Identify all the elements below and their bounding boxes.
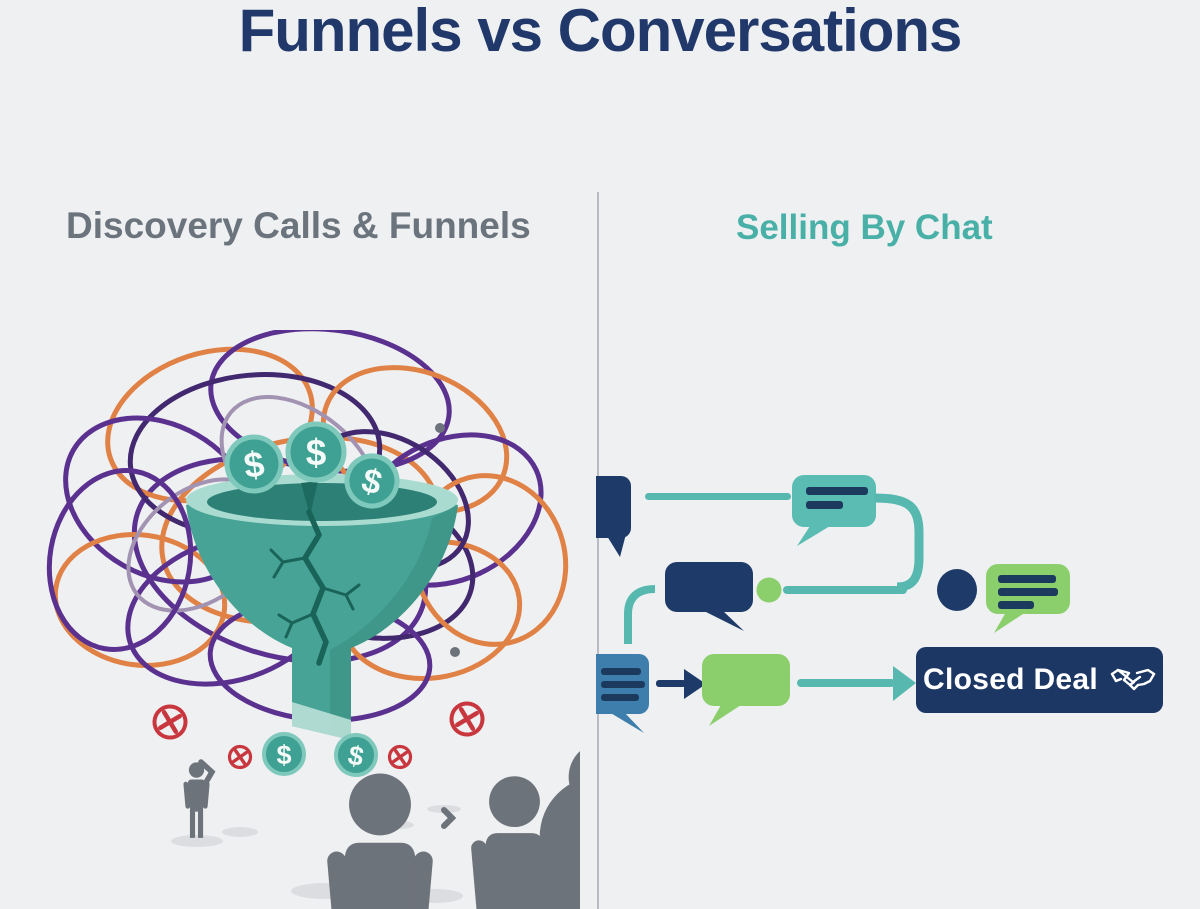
dollar-coin-icon: $ [334, 733, 378, 777]
chat-text-lines [998, 575, 1058, 609]
chat-text-lines [601, 668, 645, 701]
chat-bubble-navy [665, 562, 753, 612]
chat-bubble-green [702, 654, 790, 706]
handshake-icon [1110, 668, 1156, 691]
left-panel-heading: Discovery Calls & Funnels [66, 205, 531, 246]
chat-step-3 [596, 654, 916, 733]
flow-line [645, 493, 791, 500]
page-title: Funnels vs Conversations [238, 0, 963, 64]
flow-dot-navy [937, 569, 977, 611]
rejection-x-marks [152, 701, 485, 770]
raised-arm [198, 759, 216, 787]
arrow-teal [797, 666, 916, 701]
flow-dot-green [756, 577, 782, 603]
svg-text:$: $ [276, 740, 291, 770]
chat-bubble-tail [994, 612, 1026, 633]
flow-curve [873, 493, 924, 592]
chat-bubble-tail [797, 526, 830, 546]
panel-divider [597, 192, 599, 909]
rejection-x-icon [152, 704, 188, 740]
funnel-illustration: $ $ $ $ $ [46, 330, 580, 909]
chat-bubble-navy [596, 476, 631, 538]
rejection-x-icon [387, 744, 413, 770]
right-panel-heading: Selling By Chat [736, 208, 993, 247]
dollar-coins: $ $ $ $ $ [224, 421, 400, 777]
svg-text:$: $ [306, 432, 327, 473]
chat-step-2 [624, 562, 1070, 644]
closed-deal-label: Closed Deal [922, 663, 1099, 696]
closed-deal-badge: Closed Deal [916, 647, 1163, 713]
chat-bubble-tail [709, 705, 741, 726]
chat-bubble-tail [702, 610, 744, 631]
svg-text:$: $ [345, 740, 366, 772]
chat-bubble-tail [607, 534, 626, 557]
prospect-figures [171, 741, 580, 909]
chat-bubble-tail [609, 712, 644, 733]
chat-step-1 [596, 475, 924, 592]
dollar-coin-icon: $ [285, 421, 347, 483]
person-figure [183, 762, 210, 838]
funnel-shading [330, 505, 458, 738]
funnel-crack-notch [301, 481, 318, 516]
rejection-x-icon [227, 744, 253, 770]
raised-arm [441, 807, 457, 829]
broken-funnel [186, 474, 458, 740]
flow-line [783, 586, 907, 594]
dollar-coin-icon: $ [224, 434, 284, 494]
flow-curve [624, 585, 656, 644]
chat-flow-illustration [596, 475, 1070, 733]
dollar-coin-icon: $ [262, 732, 306, 776]
chat-text-lines [806, 487, 868, 509]
funnel-spout-facet [292, 702, 351, 740]
funnel-body [186, 486, 458, 740]
dollar-coin-icon: $ [344, 453, 400, 509]
funnel-crack [269, 509, 361, 666]
person-figure [326, 773, 434, 909]
arrow-navy [656, 669, 706, 699]
rejection-x-icon [449, 701, 485, 737]
